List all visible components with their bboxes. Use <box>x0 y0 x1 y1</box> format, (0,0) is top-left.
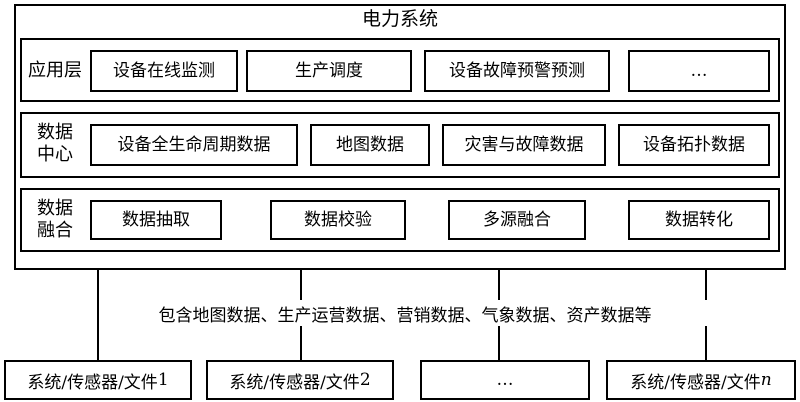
connector-note: 包含地图数据、生产运营数据、营销数据、气象数据、资产数据等 <box>100 300 710 326</box>
dc-item-disaster-fault-data: 灾害与故障数据 <box>442 124 606 166</box>
app-item-production-scheduling: 生产调度 <box>246 50 412 92</box>
system-title: 电力系统 <box>361 7 438 30</box>
app-item-fault-prediction: 设备故障预警预测 <box>424 50 610 92</box>
source-n-prefix: 系统/传感器/文件 <box>630 372 761 393</box>
application-layer-label-line: 应用层 <box>28 60 82 81</box>
connector-line-1 <box>97 270 99 360</box>
dc-item-lifecycle-data: 设备全生命周期数据 <box>90 124 298 166</box>
source-2-prefix: 系统/传感器/文件 <box>229 372 360 393</box>
application-layer-label: 应用层 <box>24 60 86 82</box>
data-center-label-line-1: 数据 <box>37 122 73 143</box>
data-fusion-label-line-2: 融合 <box>37 220 73 241</box>
dc-item-topology-data: 设备拓扑数据 <box>618 124 770 166</box>
fusion-item-extraction: 数据抽取 <box>90 200 222 240</box>
app-item-ellipsis: … <box>628 50 770 92</box>
dc-item-map-data: 地图数据 <box>310 124 430 166</box>
source-n-suffix: n <box>760 370 772 390</box>
data-fusion-layer-label: 数据 融合 <box>24 198 86 242</box>
fusion-item-transformation: 数据转化 <box>628 200 770 240</box>
data-center-label-line-2: 中心 <box>37 144 73 165</box>
fusion-item-validation: 数据校验 <box>270 200 406 240</box>
source-2-suffix: 2 <box>359 370 371 390</box>
source-box-ellipsis: … <box>420 360 590 400</box>
app-item-online-monitoring: 设备在线监测 <box>90 50 238 92</box>
source-1-suffix: 1 <box>157 370 169 390</box>
source-1-prefix: 系统/传感器/文件 <box>27 372 158 393</box>
data-fusion-label-line-1: 数据 <box>37 198 73 219</box>
source-ellipsis-text: … <box>496 370 514 390</box>
data-center-layer-label: 数据 中心 <box>24 122 86 166</box>
fusion-item-multisource: 多源融合 <box>448 200 586 240</box>
